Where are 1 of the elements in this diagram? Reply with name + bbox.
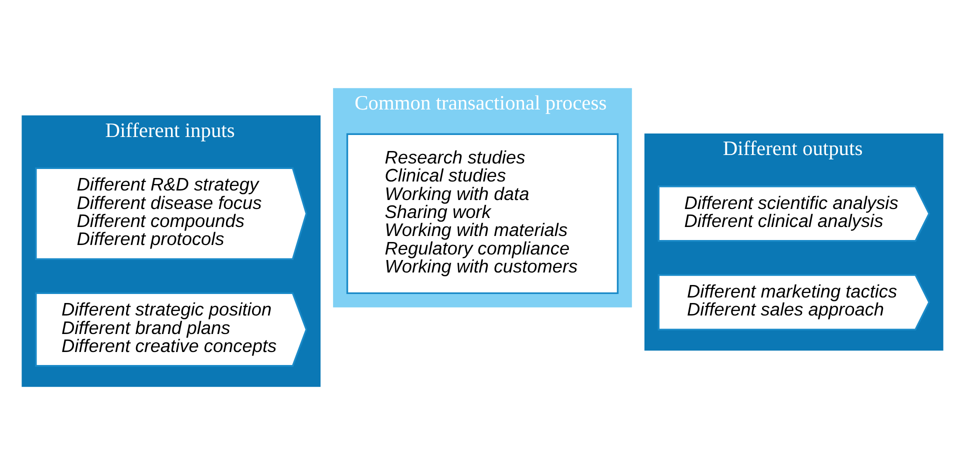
node-box: Research studies Clinical studies Working with data Sharing work Working with materials Regulatory compliance Working with customers — [346, 132, 619, 294]
